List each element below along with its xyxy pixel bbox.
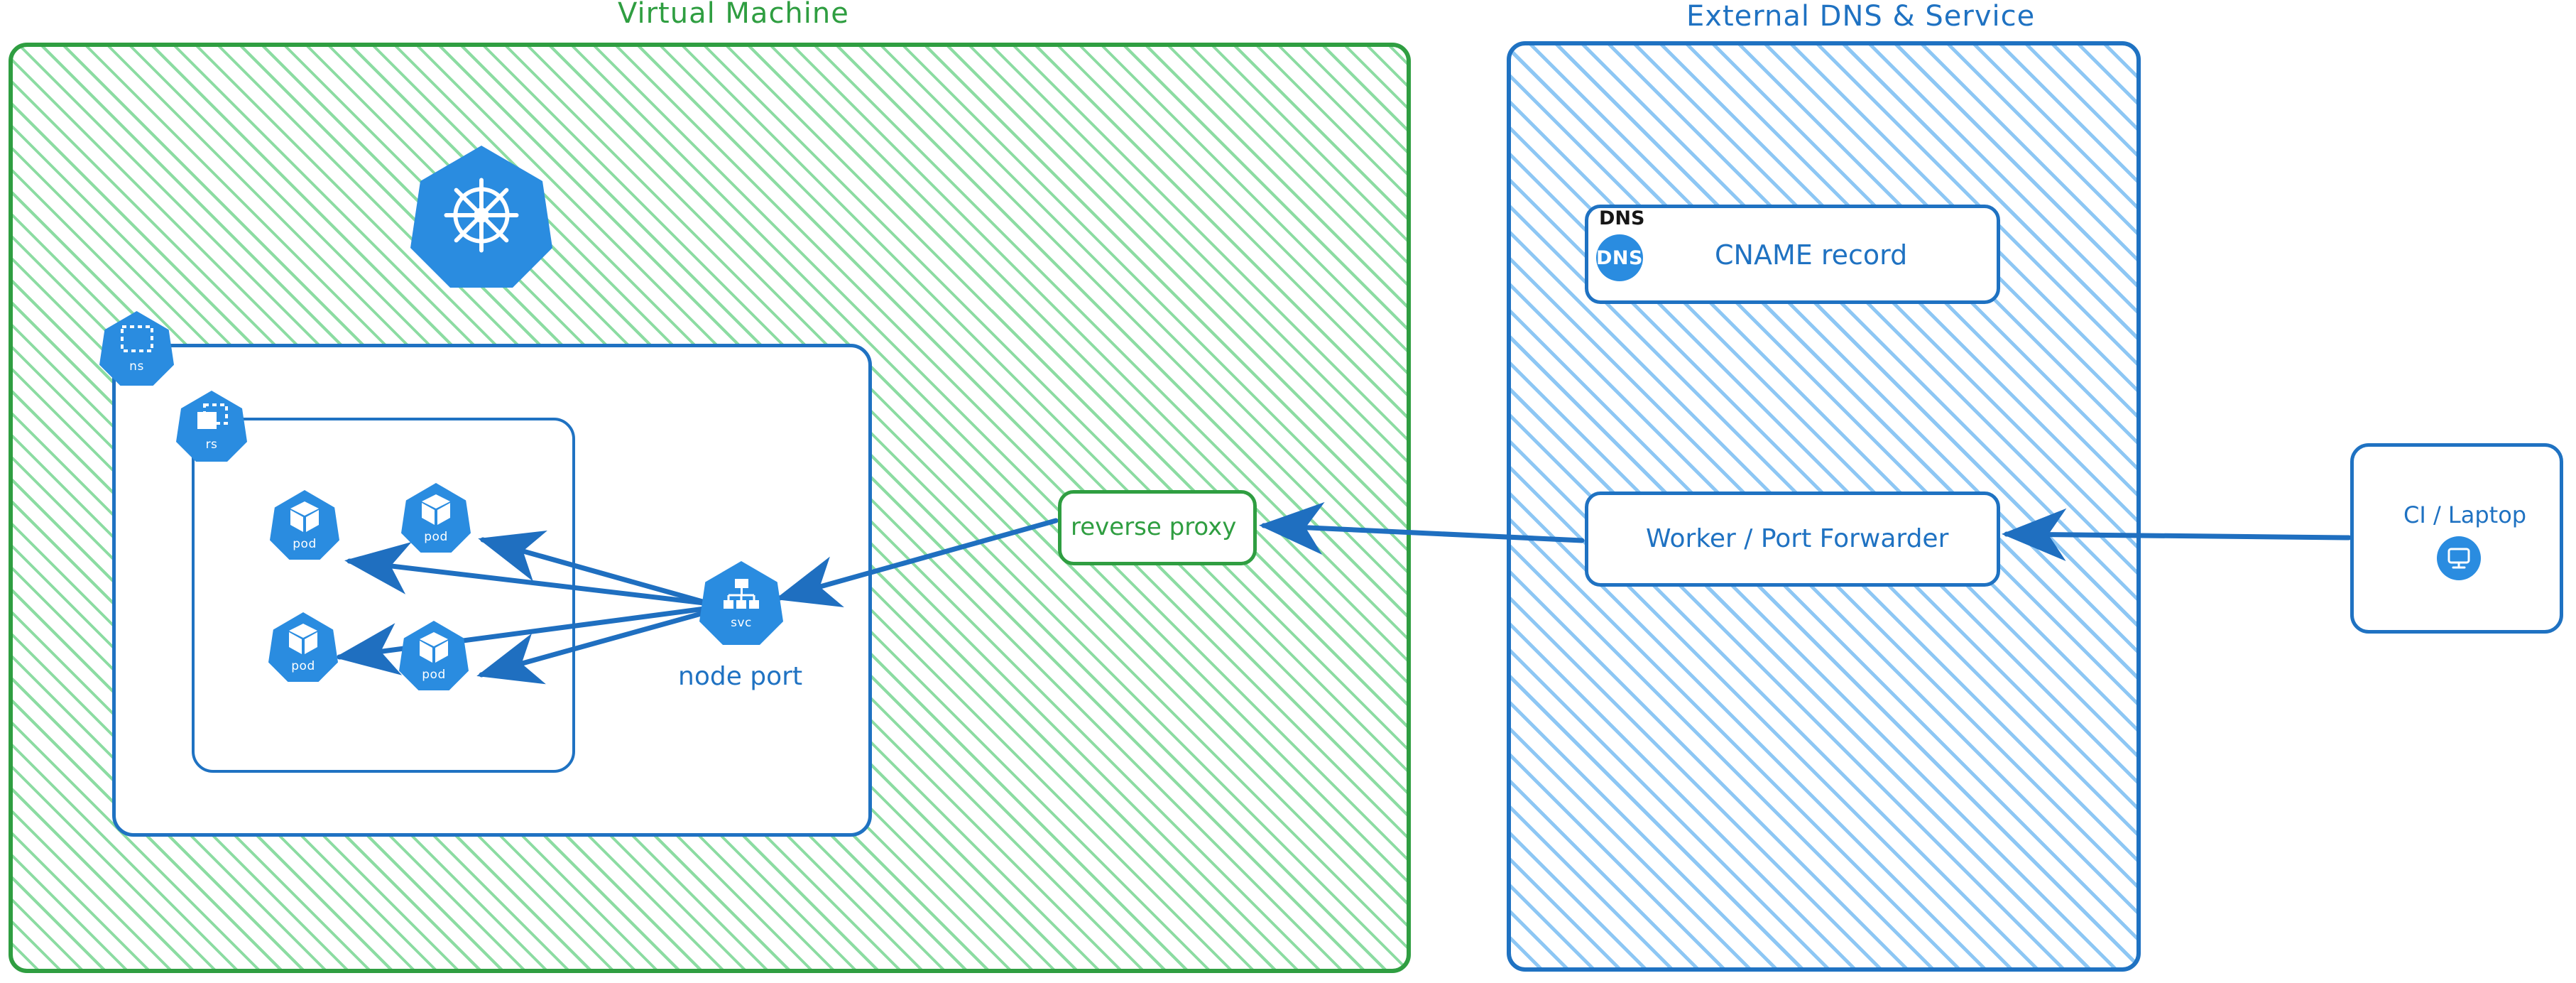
namespace-badge-label: ns xyxy=(129,359,144,374)
replicaset-badge-label: rs xyxy=(205,437,218,452)
pod-label: pod xyxy=(424,529,448,544)
pod-cube-icon xyxy=(420,493,452,530)
worker-port-forwarder-card[interactable] xyxy=(1585,492,2000,587)
pod-cube-icon xyxy=(288,500,321,537)
pod-label: pod xyxy=(422,667,446,682)
dns-card-tag: DNS xyxy=(1599,207,1645,229)
service-hierarchy-icon xyxy=(721,577,761,616)
pod-label: pod xyxy=(293,536,317,551)
ci-laptop-label: CI / Laptop xyxy=(2403,501,2527,528)
replicaset-box xyxy=(192,418,575,773)
pod-cube-icon xyxy=(287,622,320,659)
replicaset-stacked-square-icon xyxy=(193,402,230,438)
dns-card[interactable] xyxy=(1585,205,2000,304)
service-badge-label: svc xyxy=(731,615,752,630)
pod-cube-icon xyxy=(417,631,450,668)
external-panel-title: External DNS & Service xyxy=(1686,0,2036,33)
reverse-proxy-label: reverse proxy xyxy=(1071,513,1237,541)
dns-circle-icon: DNS xyxy=(1596,234,1643,281)
worker-port-forwarder-label: Worker / Port Forwarder xyxy=(1646,524,1949,553)
vm-panel-title: Virtual Machine xyxy=(618,0,849,30)
desktop-monitor-icon xyxy=(2437,536,2481,580)
node-port-caption: node port xyxy=(678,662,803,691)
kubernetes-wheel-icon xyxy=(440,173,523,260)
pod-label: pod xyxy=(291,658,315,673)
reverse-proxy-box[interactable] xyxy=(1058,490,1257,565)
namespace-dashed-square-icon xyxy=(119,324,155,359)
cname-record-label: CNAME record xyxy=(1715,239,1908,271)
